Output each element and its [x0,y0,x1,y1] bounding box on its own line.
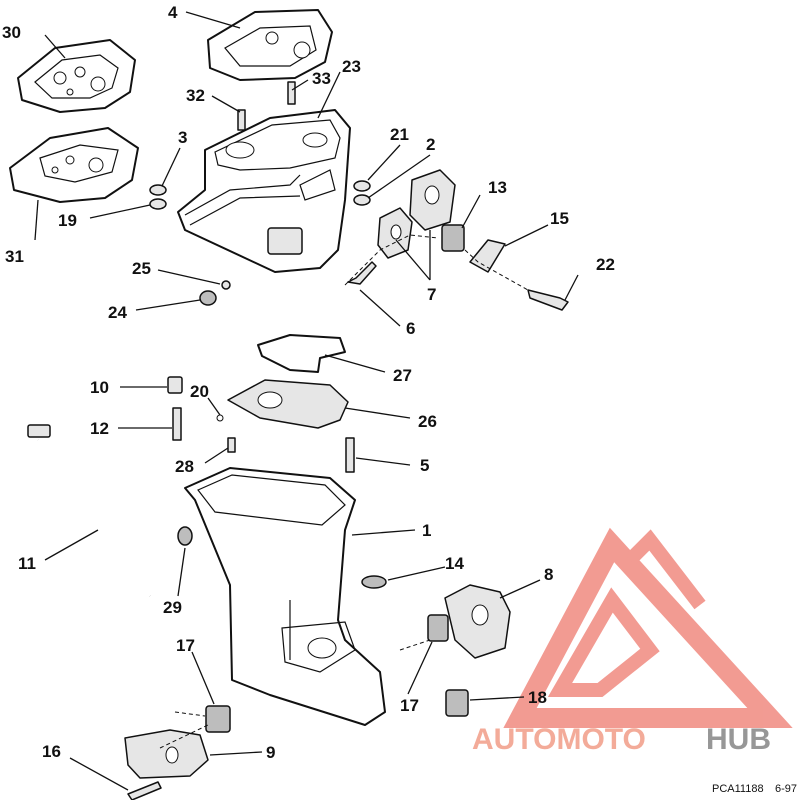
callout-6: 6 [406,319,415,338]
callout-33: 33 [312,69,331,88]
plug-24-part [199,290,217,306]
stud-33-part [287,81,296,105]
callout-18: 18 [528,688,547,707]
callout-17-upper: 17 [176,636,195,655]
grommet-29-part [177,526,193,546]
callout-13: 13 [488,178,507,197]
mount-2-part [409,169,456,231]
callout-28: 28 [175,457,194,476]
callout-25: 25 [132,259,151,278]
callout-29: 29 [163,598,182,617]
callout-7: 7 [427,285,436,304]
callout-10: 10 [90,378,109,397]
callout-9: 9 [266,743,275,762]
leader-lines [34,11,579,791]
screw-28-part [227,437,236,453]
bolt-22-part [527,289,569,311]
watermark-word-hub: HUB [706,723,771,756]
mount-7-part [377,207,413,259]
plate-31-part [9,127,139,203]
callout-3: 3 [178,128,187,147]
clamp-9-part [124,729,209,779]
plate-15-part [469,239,506,273]
gasket-30-part [17,39,136,113]
callout-2: 2 [426,135,435,154]
gasket-27-part [257,334,346,373]
callout-32: 32 [186,86,205,105]
dowel-10-part [167,376,183,394]
cushion-18-part [445,689,469,717]
stud-5-part [345,437,355,473]
callout-17-lower: 17 [400,696,419,715]
callout-12: 12 [90,419,109,438]
stud-32-part [237,109,246,131]
callout-4: 4 [168,3,178,22]
alignment-lines [159,234,529,749]
watermark-logo [503,527,793,728]
callout-23: 23 [342,57,361,76]
grommet-14-part [361,575,387,589]
cushion-17b-part [427,614,449,642]
callout-26: 26 [418,412,437,431]
callout-22: 22 [596,255,615,274]
mount-8-part [444,584,511,659]
plate-26-part [227,379,349,429]
callout-31: 31 [5,247,24,266]
exhaust-housing-1-part [184,467,386,726]
figure-ref-code: PCA11188 [712,783,764,795]
callout-27: 27 [393,366,412,385]
ring-20-part [216,414,224,422]
screw-6-part [347,261,377,285]
watermark-wordmark: AUTOMOTO HUB [472,723,771,756]
callout-14: 14 [445,554,464,573]
washer-21-part [353,180,371,206]
callout-20: 20 [190,382,209,401]
callout-24: 24 [108,303,127,322]
washer-3-part [149,184,167,196]
callout-8: 8 [544,565,553,584]
adapter-23-part [177,109,351,273]
callout-30: 30 [2,23,21,42]
callout-21: 21 [390,125,409,144]
cushion-13-part [441,224,465,252]
figure-reference: PCA11188 6-97 [712,783,797,795]
tube-11-part [27,424,153,598]
figure-date: 6-97 [775,783,797,795]
callout-16: 16 [42,742,61,761]
screw-16-part [127,781,162,800]
callout-11: 11 [18,554,36,573]
callout-15: 15 [550,209,569,228]
callout-5: 5 [420,456,429,475]
seal-25-part [221,280,231,290]
callout-1: 1 [422,521,431,540]
callout-labels: 30 4 32 33 23 3 21 2 13 15 19 31 25 22 7… [2,3,615,762]
cushion-17a-part [205,705,231,733]
washer-19-part [149,198,167,210]
callout-19: 19 [58,211,77,230]
stud-12-part [172,407,182,441]
watermark-word-automoto: AUTOMOTO [472,723,646,756]
